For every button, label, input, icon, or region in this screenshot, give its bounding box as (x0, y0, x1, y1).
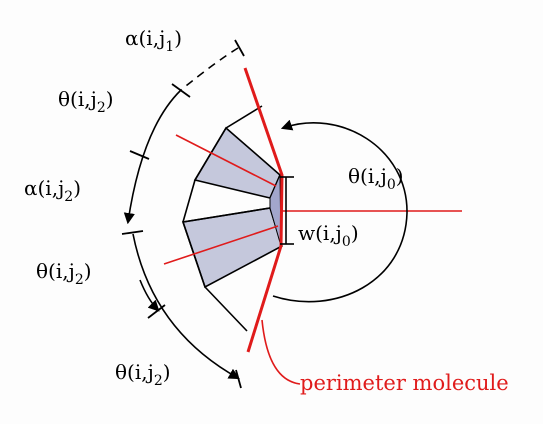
left-arc-arrow-lower (139, 279, 160, 312)
arc-tick-1 (171, 83, 191, 98)
connector-top (225, 105, 263, 129)
label-alpha-j2: α(i,j2) (24, 176, 81, 205)
red-ray-upper (175, 134, 277, 187)
label-alpha-j1: α(i,j1) (125, 26, 182, 55)
left-arc-upper (123, 89, 182, 225)
arc-tick-4 (147, 304, 166, 319)
arc-tick-3 (121, 230, 144, 235)
left-arc-lower (132, 233, 240, 380)
label-width-j0: w(i,j0) (298, 221, 359, 250)
arc-tick-bottom (235, 369, 242, 389)
label-theta-j0: θ(i,j0) (348, 164, 404, 193)
left-arc-dashed (180, 47, 239, 91)
label-theta-j2-middle: θ(i,j2) (36, 259, 92, 288)
connector-mid (182, 207, 271, 223)
right-reflex-arc (272, 119, 408, 303)
label-theta-j2-upper: θ(i,j2) (58, 87, 114, 116)
arc-tick-top (234, 39, 245, 57)
upper-molecule-shape (193, 126, 281, 199)
arc-tick-2 (129, 150, 150, 160)
red-ray-lower (163, 225, 279, 265)
label-perimeter-molecule: perimeter molecule (300, 371, 509, 395)
label-theta-j2-lower: θ(i,j2) (115, 360, 171, 389)
perimeter-leader (261, 319, 301, 385)
